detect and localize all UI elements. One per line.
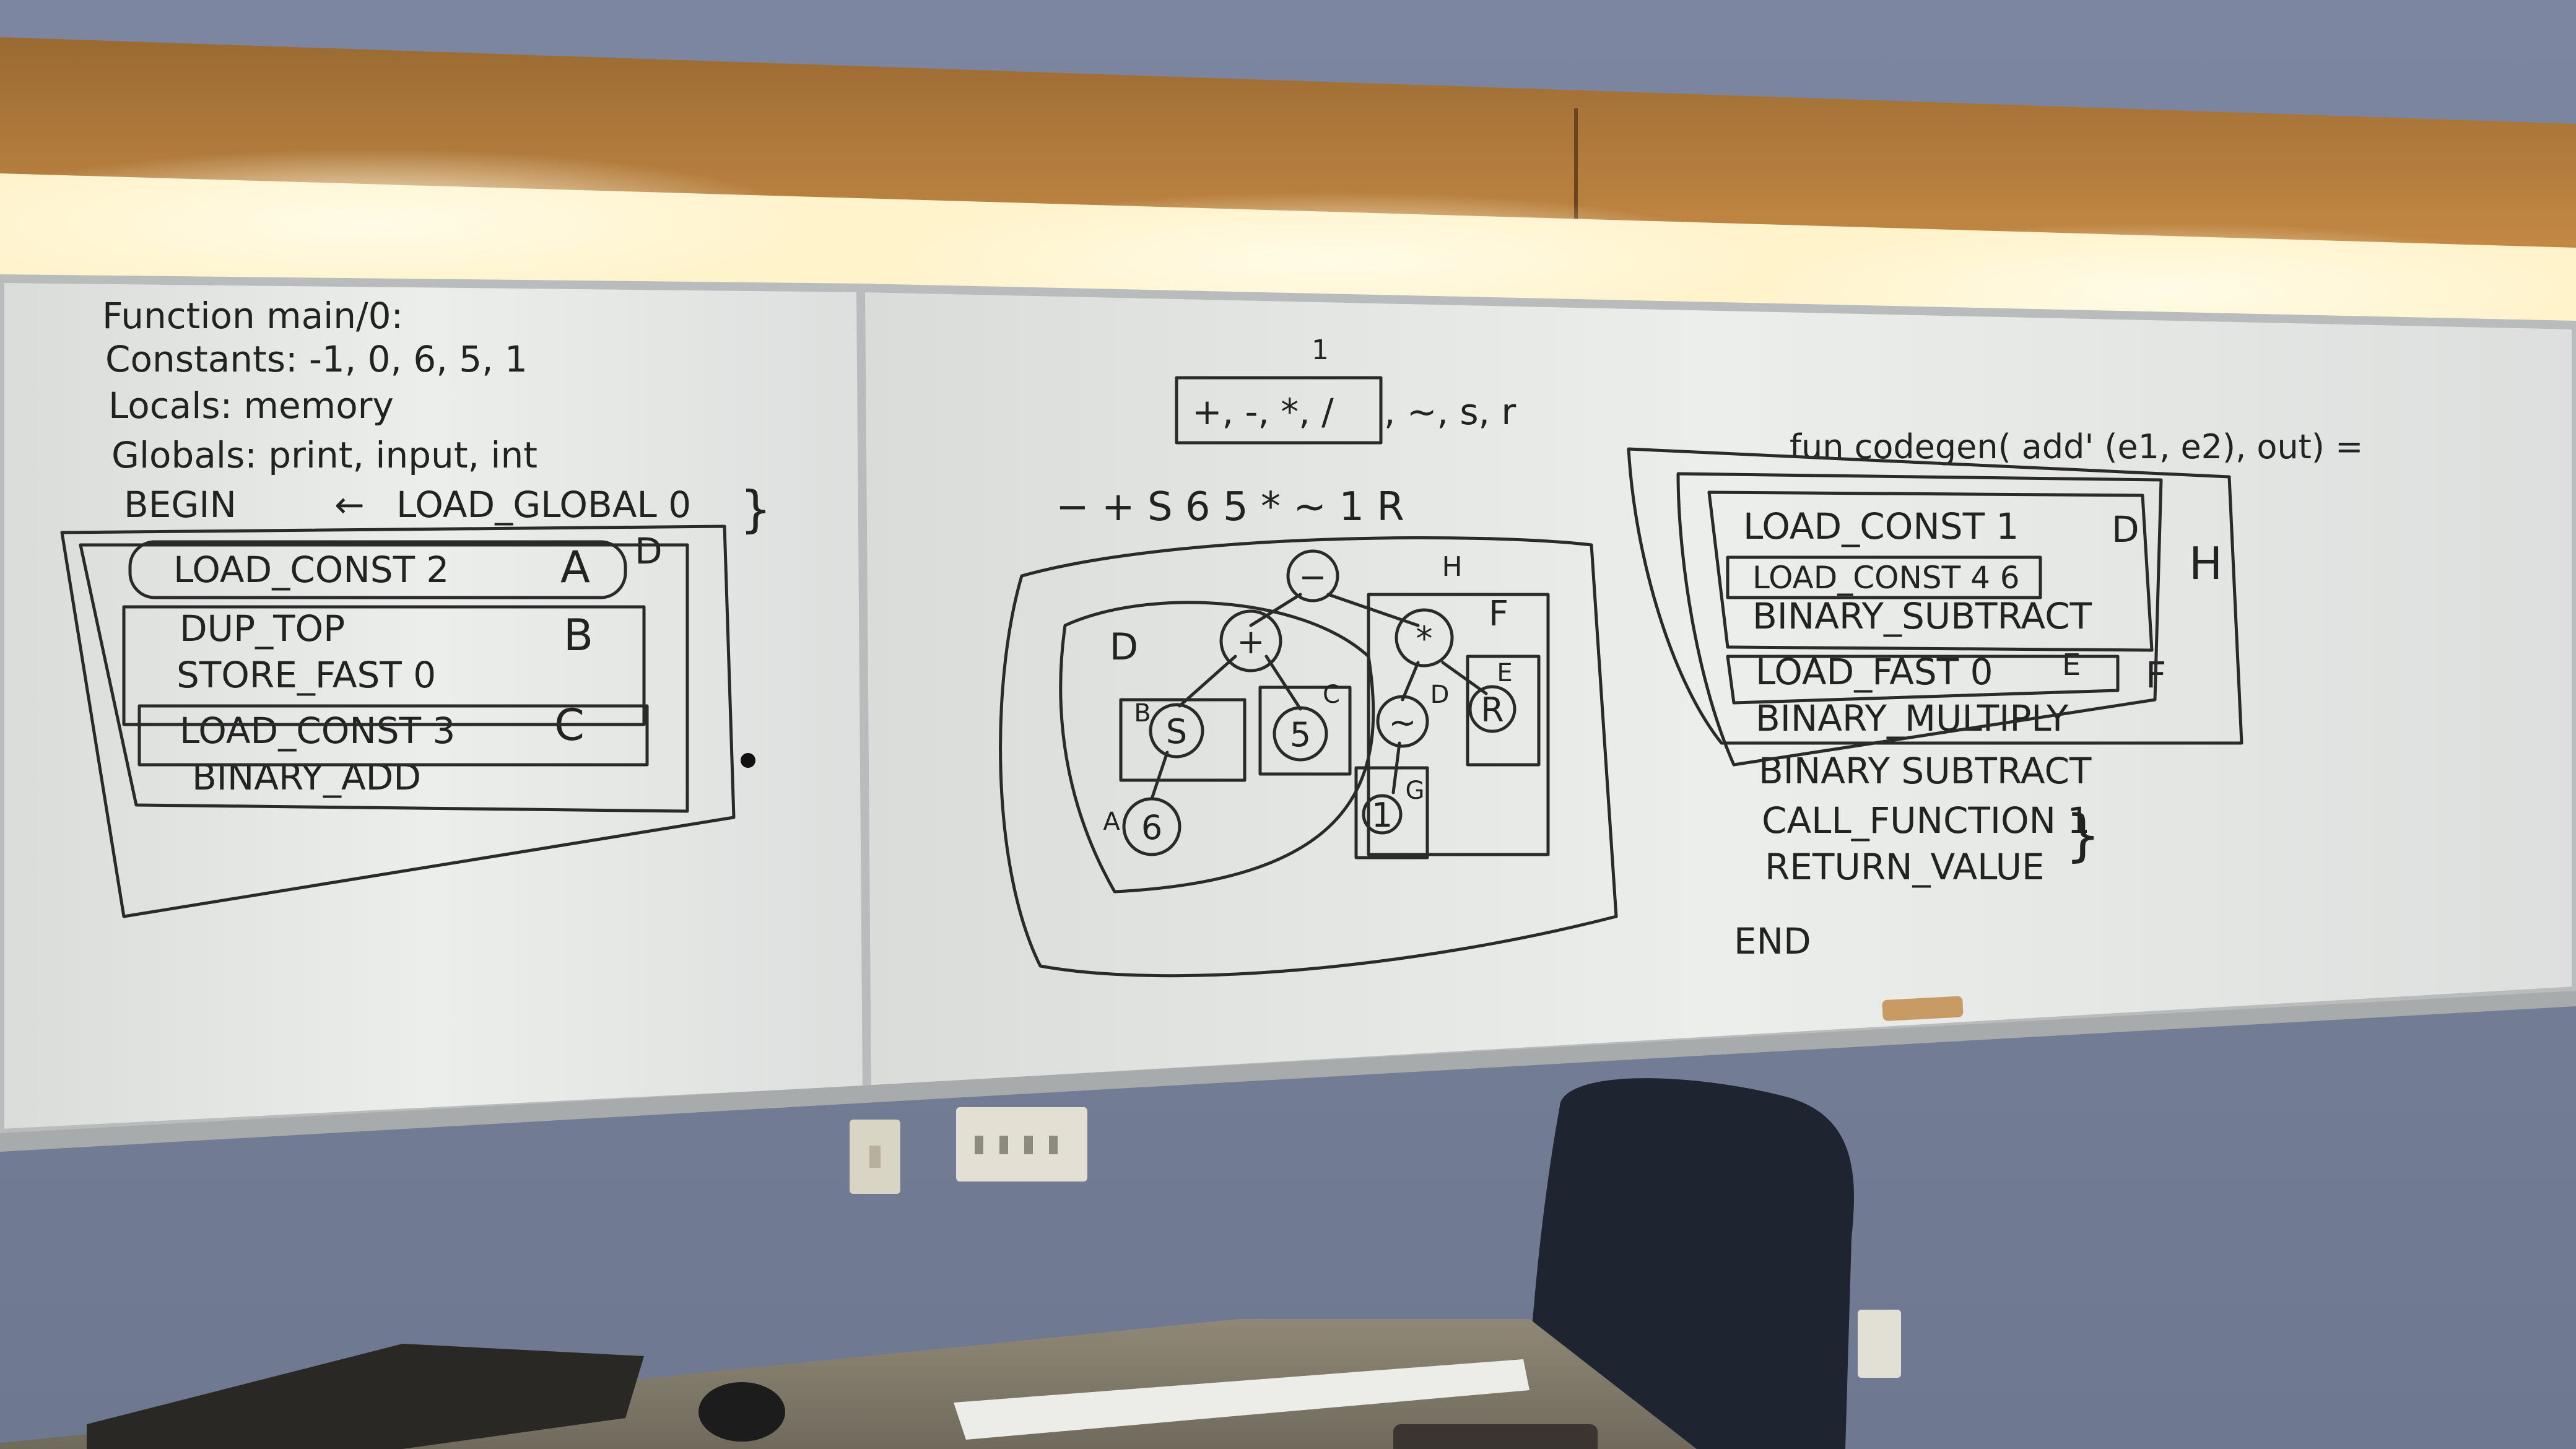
node-s: S [1166, 712, 1187, 751]
begin-arrow: ← [334, 484, 365, 526]
left-header-line-2: Constants: -1, 0, 6, 5, 1 [105, 338, 528, 380]
light-switch-single-toggle [869, 1146, 881, 1168]
marker-dot [741, 753, 755, 768]
box-a-instruction: LOAD_CONST 2 [173, 549, 449, 591]
codegen-line-2: LOAD_CONST 4 6 [1752, 560, 2020, 596]
codegen-line-7: CALL_FUNCTION 1 [1762, 799, 2090, 842]
light-switch-panel [956, 1107, 1087, 1181]
node-tilde: ~ [1388, 703, 1416, 742]
region-tag-d2: D [1430, 681, 1450, 709]
codegen-line-9: END [1734, 920, 1811, 962]
middle-tick: 1 [1312, 334, 1329, 366]
box-b-tag: B [564, 610, 593, 661]
region-tag-e: E [1497, 659, 1512, 687]
node-six: 6 [1141, 808, 1162, 847]
right-tag-h: H [2189, 537, 2222, 590]
region-tag-b: B [1134, 699, 1151, 728]
codegen-line-3: BINARY_SUBTRACT [1752, 595, 2092, 637]
computer-mouse [698, 1382, 785, 1442]
left-header-line-3: Locals: memory [108, 385, 394, 427]
light-switch-toggles [975, 1136, 1058, 1154]
whiteboard-right [856, 283, 2576, 1095]
brace-left: } [740, 481, 772, 538]
box-a-tag: A [560, 542, 590, 593]
eraser [1882, 996, 1964, 1021]
begin-label: BEGIN [124, 484, 237, 526]
node-one: 1 [1372, 796, 1393, 835]
left-header-line-1: Function main/0: [102, 295, 403, 337]
region-tag-f: F [1489, 594, 1508, 634]
region-tag-d: D [1110, 625, 1138, 669]
left-board-notes: Function main/0: Constants: -1, 0, 6, 5,… [102, 295, 772, 798]
right-tag-d: D [2112, 508, 2139, 550]
office-chair [1523, 1078, 1854, 1449]
right-brace: } [2065, 803, 2100, 868]
codegen-line-8: RETURN_VALUE [1765, 846, 2045, 888]
marker-tray [0, 991, 2576, 1152]
node-plus: + [1237, 622, 1264, 661]
node-r: R [1481, 690, 1504, 729]
prefix-sequence: − + S 6 5 * ~ 1 R [1056, 484, 1404, 530]
device-on-desk [1393, 1424, 1598, 1449]
expression-tree [999, 536, 1618, 978]
outer-tag-d: D [635, 530, 663, 572]
right-tag-e: E [2062, 648, 2081, 682]
right-board-boxes [1627, 447, 2243, 767]
node-times: * [1416, 619, 1433, 658]
ops-boxed: +, -, *, / [1192, 391, 1334, 433]
box-c-instruction: LOAD_CONST 3 [180, 710, 455, 752]
box-b-line-2: STORE_FAST 0 [176, 654, 436, 696]
light-glow-left [0, 149, 805, 297]
box-b-line-1: DUP_TOP [180, 607, 345, 650]
region-tag-c: C [1323, 681, 1340, 709]
left-board-boxes [60, 524, 755, 918]
ops-rest: , ~, s, r [1384, 391, 1516, 433]
codegen-line-6: BINARY SUBTRACT [1759, 750, 2092, 792]
codegen-line-5: BINARY_MULTIPLY [1756, 697, 2069, 739]
region-tag-h: H [1442, 551, 1462, 583]
left-after-instruction: BINARY_ADD [192, 756, 421, 798]
region-tag-g: G [1406, 777, 1425, 805]
power-outlet [1858, 1310, 1901, 1378]
binder [87, 1344, 644, 1449]
codegen-line-1: LOAD_CONST 1 [1743, 505, 2019, 547]
left-header-line-4: Globals: print, input, int [111, 434, 537, 476]
region-tag-a: A [1103, 807, 1120, 836]
middle-board-notes: 1 +, -, *, / , ~, s, r − + S 6 5 * ~ 1 R [1056, 334, 1516, 530]
node-root: − [1299, 557, 1326, 596]
expression-tree-labels: − + * S 5 ~ R 6 1 A B C D D E F G H [1103, 551, 1512, 847]
begin-instruction: LOAD_GLOBAL 0 [396, 484, 691, 526]
keyboard [954, 1359, 1530, 1440]
node-five: 5 [1290, 715, 1311, 754]
